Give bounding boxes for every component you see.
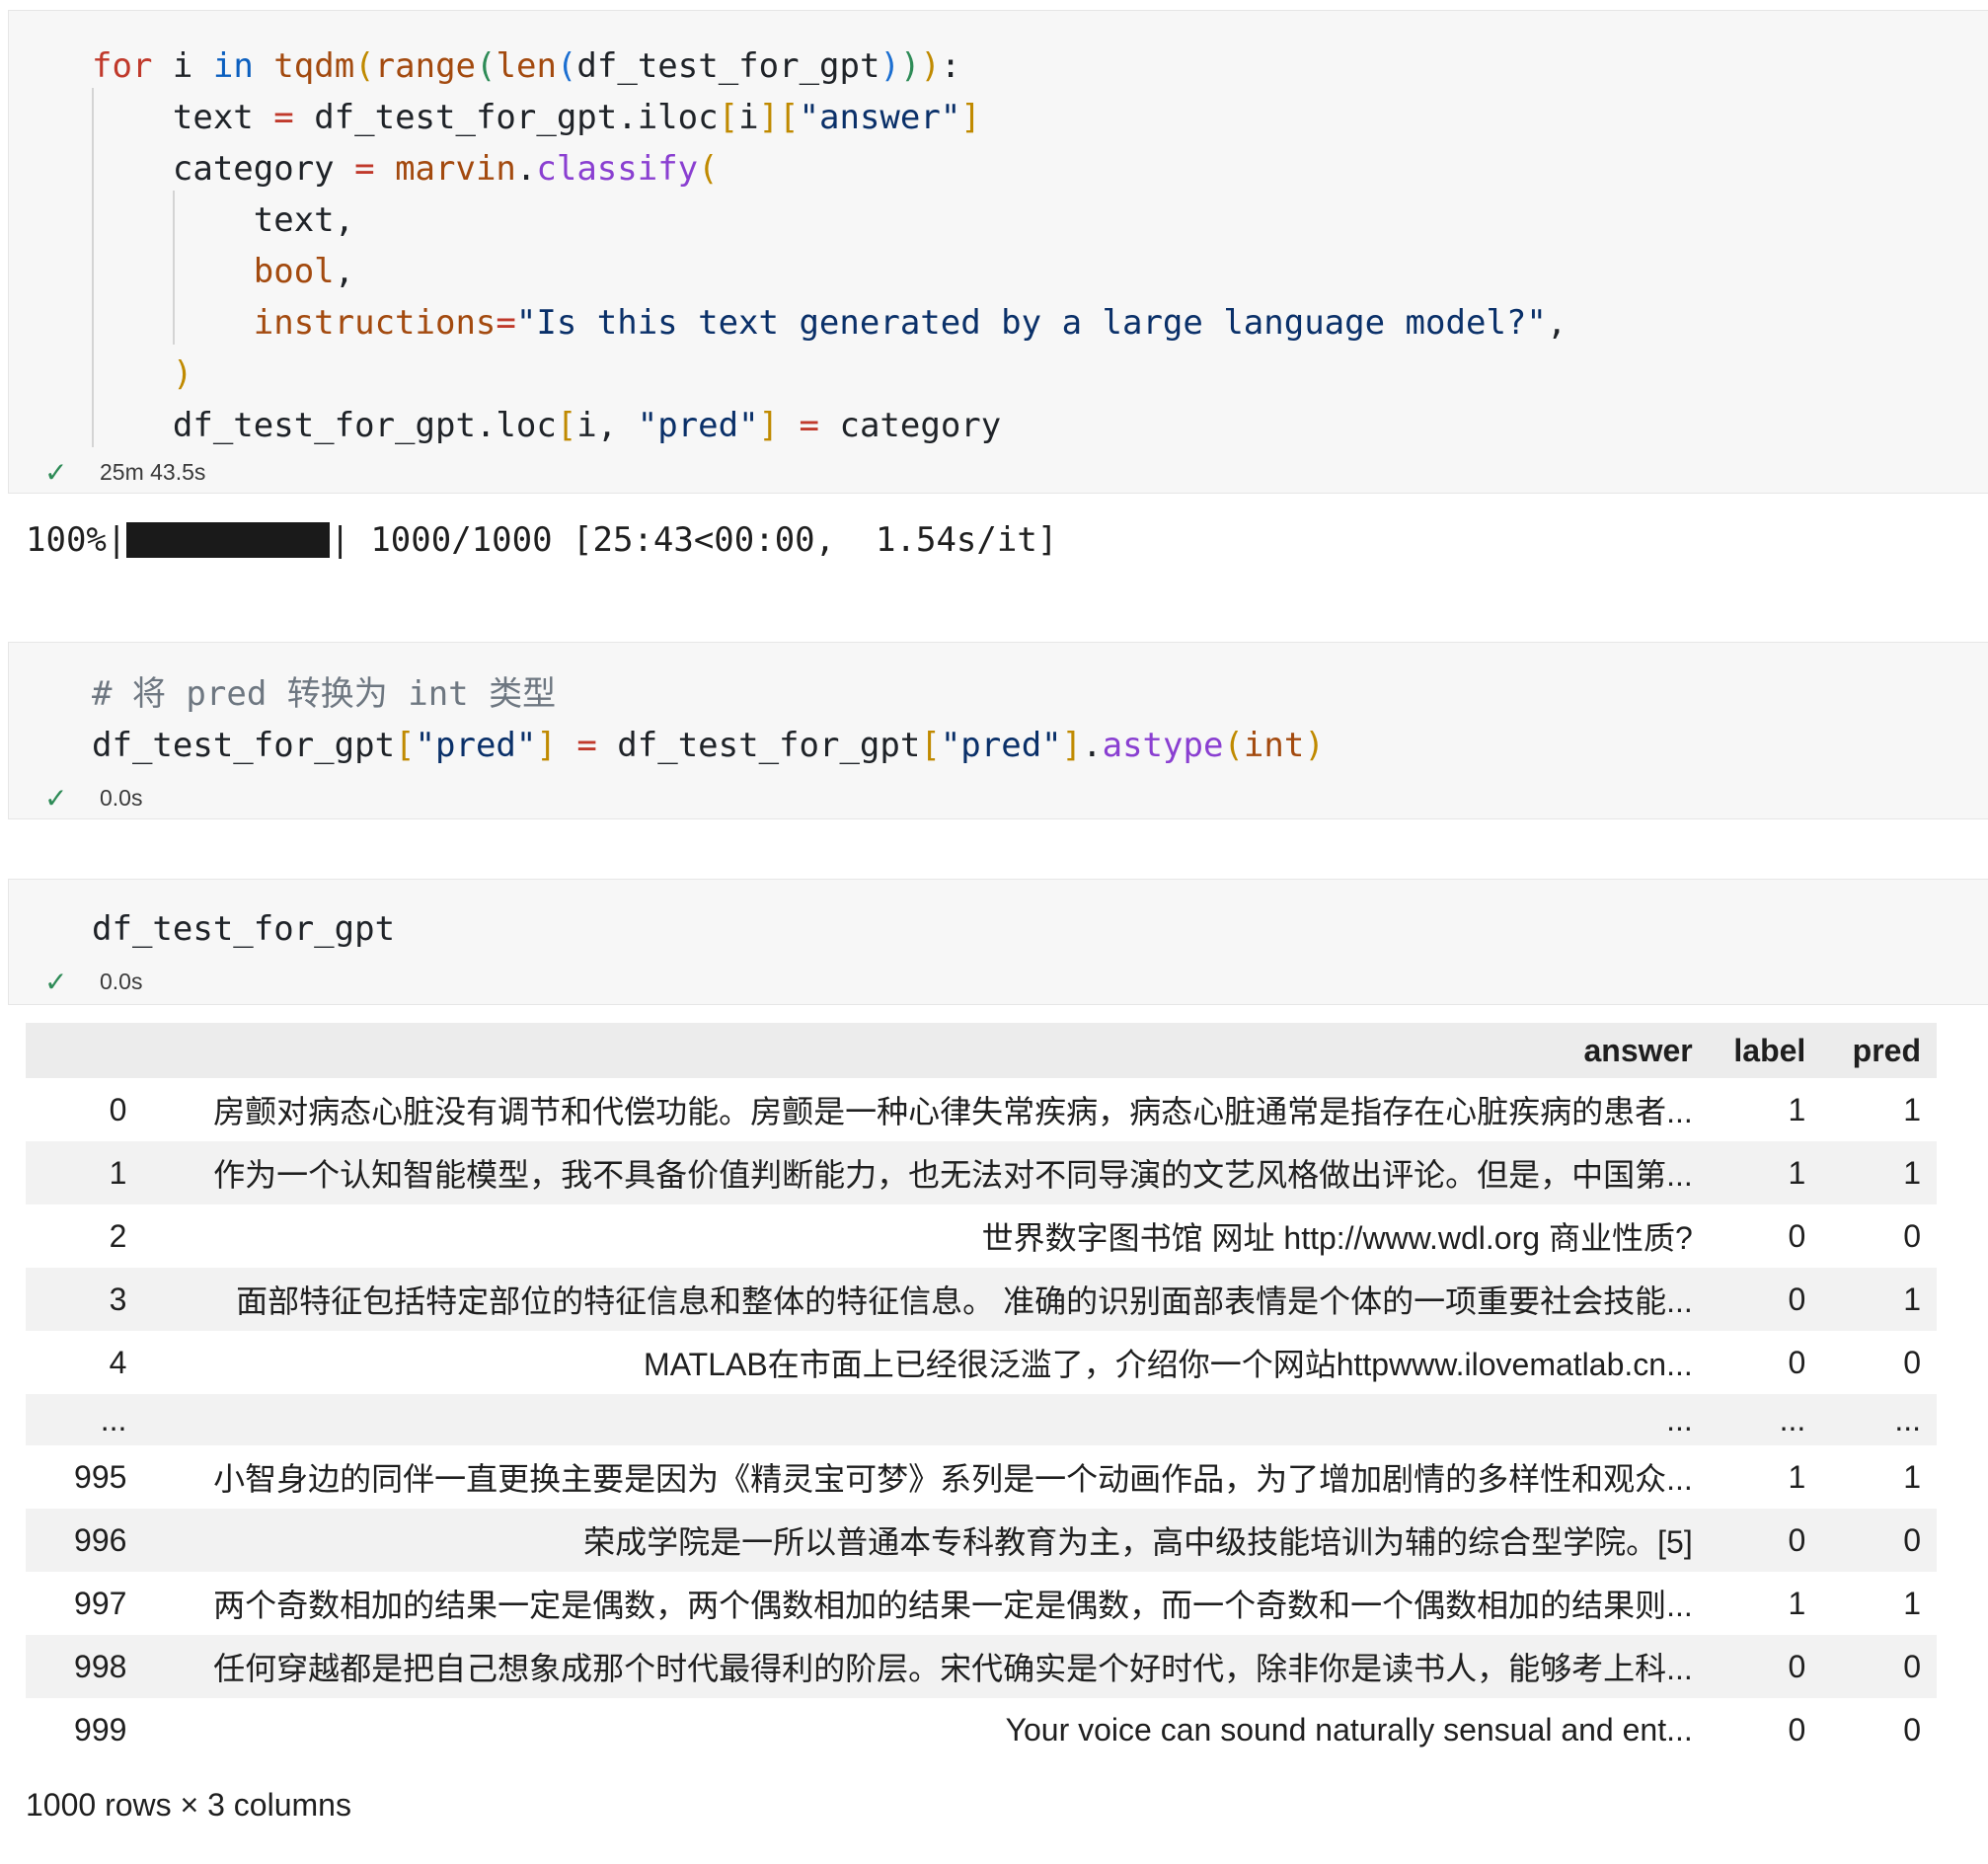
code-cell-loop[interactable]: for i in tqdm(range(len(df_test_for_gpt)… xyxy=(8,10,1988,494)
progress-bar xyxy=(126,522,331,558)
row-index: 997 xyxy=(74,1585,127,1621)
row-index: 1 xyxy=(109,1154,127,1191)
code-line: df_test_for_gpt xyxy=(92,909,396,949)
table-row: 4 MATLAB在市面上已经很泛滥了，介绍你一个网站httpwww.ilovema… xyxy=(26,1331,1937,1394)
cell-pred: 1 xyxy=(1903,1154,1921,1191)
code-line: ) xyxy=(172,354,193,394)
column-header: answer xyxy=(1583,1032,1693,1068)
cell-answer: 任何穿越都是把自己想象成那个时代最得利的阶层。宋代确实是个好时代，除非你是读书人… xyxy=(213,1651,1693,1686)
row-index: 998 xyxy=(74,1648,127,1684)
cell-label: 0 xyxy=(1788,1281,1806,1317)
cell-label: 1 xyxy=(1788,1091,1806,1127)
code-cell-display[interactable]: df_test_for_gpt ✓ 0.0s xyxy=(8,879,1988,1005)
cell-label: 0 xyxy=(1788,1711,1806,1748)
cell-pred: 1 xyxy=(1903,1091,1921,1127)
cell-pred: 0 xyxy=(1903,1344,1921,1380)
table-row: 995 小智身边的同伴一直更换主要是因为《精灵宝可梦》系列是一个动画作品，为了增加… xyxy=(26,1445,1937,1509)
checkmark-icon: ✓ xyxy=(44,966,68,997)
code-line: df_test_for_gpt.loc[i, "pred"] = categor… xyxy=(92,406,1002,445)
code-line: for i in tqdm(range(len(df_test_for_gpt)… xyxy=(92,46,961,86)
cell-status: ✓ 0.0s xyxy=(44,966,143,997)
code-line: instructions="Is this text generated by … xyxy=(253,303,1567,343)
table-row: 996 荣成学院是一所以普通本专科教育为主，高中级技能培训为辅的综合型学院。[5]… xyxy=(26,1509,1937,1572)
cell-label: 0 xyxy=(1788,1344,1806,1380)
table-row: 997 两个奇数相加的结果一定是偶数，两个偶数相加的结果一定是偶数，而一个奇数和一… xyxy=(26,1572,1937,1635)
code-line: category = marvin.classify( xyxy=(92,149,719,189)
cell-answer: 小智身边的同伴一直更换主要是因为《精灵宝可梦》系列是一个动画作品，为了增加剧情的… xyxy=(213,1461,1693,1497)
row-index: 995 xyxy=(74,1458,127,1495)
execution-time: 25m 43.5s xyxy=(100,458,206,485)
table-row: 999 Your voice can sound naturally sensua… xyxy=(26,1698,1937,1761)
cell-label: 0 xyxy=(1788,1521,1806,1558)
column-header: pred xyxy=(1852,1032,1921,1068)
cell-answer: Your voice can sound naturally sensual a… xyxy=(1005,1711,1693,1748)
cell-answer: 两个奇数相加的结果一定是偶数，两个偶数相加的结果一定是偶数，而一个奇数和一个偶数… xyxy=(213,1588,1693,1623)
cell-pred: ... xyxy=(1894,1401,1921,1437)
code-line: text, xyxy=(92,200,355,240)
code-cell-astype[interactable]: # 将 pred 转换为 int 类型 df_test_for_gpt["pre… xyxy=(8,642,1988,819)
row-index: 3 xyxy=(109,1281,127,1317)
row-index: 0 xyxy=(109,1091,127,1127)
indent-guide xyxy=(92,88,94,447)
cell-answer: 作为一个认知智能模型，我不具备价值判断能力，也无法对不同导演的文艺风格做出评论。… xyxy=(213,1157,1693,1193)
cell-answer: 房颤对病态心脏没有调节和代偿功能。房颤是一种心律失常疾病，病态心脏通常是指存在心… xyxy=(213,1094,1693,1129)
code-line: # 将 pred 转换为 int 类型 xyxy=(92,674,557,714)
row-index: 996 xyxy=(74,1521,127,1558)
dataframe-shape: 1000 rows × 3 columns xyxy=(26,1787,351,1823)
code-line: bool, xyxy=(253,252,355,291)
progress-bar-fill xyxy=(126,522,331,558)
code-line: text = df_test_for_gpt.iloc[i]["answer"] xyxy=(92,98,981,137)
cell-status: ✓ 25m 43.5s xyxy=(44,456,206,488)
cell-pred: 1 xyxy=(1903,1585,1921,1621)
cell-answer: 面部特征包括特定部位的特征信息和整体的特征信息。 准确的识别面部表情是个体的一项… xyxy=(236,1283,1693,1319)
cell-pred: 0 xyxy=(1903,1648,1921,1684)
cell-pred: 0 xyxy=(1903,1521,1921,1558)
cell-answer: ... xyxy=(1666,1401,1693,1437)
table-header-row: answer label pred xyxy=(26,1023,1937,1078)
table-row: ............ xyxy=(26,1394,1937,1445)
row-index: ... xyxy=(100,1401,127,1437)
cell-label: 1 xyxy=(1788,1585,1806,1621)
indent-guide xyxy=(173,191,175,345)
cell-label: 0 xyxy=(1788,1217,1806,1254)
checkmark-icon: ✓ xyxy=(44,456,68,488)
cell-answer: MATLAB在市面上已经很泛滥了，介绍你一个网站httpwww.ilovemat… xyxy=(644,1347,1693,1382)
cell-pred: 0 xyxy=(1903,1711,1921,1748)
table-row: 998 任何穿越都是把自己想象成那个时代最得利的阶层。宋代确实是个好时代，除非你是… xyxy=(26,1635,1937,1698)
table-row: 3 面部特征包括特定部位的特征信息和整体的特征信息。 准确的识别面部表情是个体的一… xyxy=(26,1268,1937,1331)
execution-time: 0.0s xyxy=(100,968,143,994)
cell-pred: 1 xyxy=(1903,1458,1921,1495)
cell-label: 0 xyxy=(1788,1648,1806,1684)
progress-percent: 100% xyxy=(26,520,107,560)
dataframe-table: answer label pred 0 房颤对病态心脏没有调节和代偿功能。房颤是一… xyxy=(26,1023,1937,1761)
index-header xyxy=(26,1023,134,1078)
cell-label: 1 xyxy=(1788,1458,1806,1495)
table-row: 1 作为一个认知智能模型，我不具备价值判断能力，也无法对不同导演的文艺风格做出评论… xyxy=(26,1141,1937,1204)
cell-pred: 1 xyxy=(1903,1281,1921,1317)
cell-label: 1 xyxy=(1788,1154,1806,1191)
execution-time: 0.0s xyxy=(100,784,143,811)
row-index: 2 xyxy=(109,1217,127,1254)
table-row: 2 世界数字图书馆 网址 http://www.wdl.org 商业性质? 0 0 xyxy=(26,1204,1937,1268)
checkmark-icon: ✓ xyxy=(44,782,68,814)
tqdm-progress-output: 100%|| 1000/1000 [25:43<00:00, 1.54s/it] xyxy=(26,511,1057,569)
cell-answer: 荣成学院是一所以普通本专科教育为主，高中级技能培训为辅的综合型学院。[5] xyxy=(583,1524,1693,1560)
cell-status: ✓ 0.0s xyxy=(44,782,143,814)
row-index: 999 xyxy=(74,1711,127,1748)
column-header: label xyxy=(1733,1032,1806,1068)
code-line: df_test_for_gpt["pred"] = df_test_for_gp… xyxy=(92,726,1325,765)
progress-detail: | 1000/1000 [25:43<00:00, 1.54s/it] xyxy=(330,520,1058,560)
cell-answer: 世界数字图书馆 网址 http://www.wdl.org 商业性质? xyxy=(981,1220,1693,1256)
table-row: 0 房颤对病态心脏没有调节和代偿功能。房颤是一种心律失常疾病，病态心脏通常是指存在… xyxy=(26,1078,1937,1141)
cell-label: ... xyxy=(1779,1401,1806,1437)
cell-pred: 0 xyxy=(1903,1217,1921,1254)
row-index: 4 xyxy=(109,1344,127,1380)
